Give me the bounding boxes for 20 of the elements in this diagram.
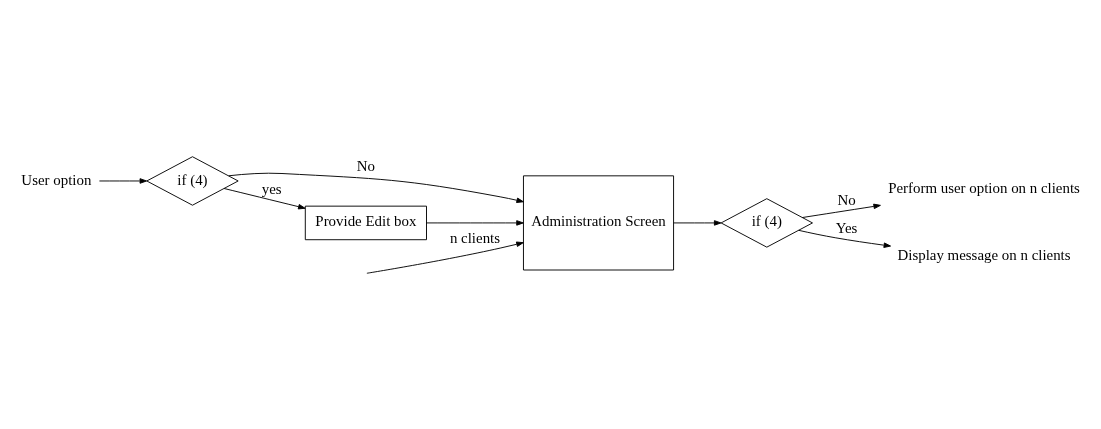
node-text: User option (21, 171, 92, 188)
node-text: Perform user option on n clients (888, 179, 1080, 196)
node-box: Administration Screen (523, 174, 675, 270)
arrow (801, 203, 881, 218)
arrow (798, 229, 892, 248)
node-diamond: if (4) (146, 155, 239, 206)
arrow (223, 187, 306, 209)
edge-label: Yes (835, 219, 858, 236)
arrow (228, 172, 524, 203)
edge-label: No (356, 157, 376, 174)
node-box: Provide Edit box (304, 205, 427, 240)
node-text: Display message on n clients (897, 246, 1071, 263)
arrow (673, 219, 722, 226)
edge-label: n clients (449, 229, 501, 246)
edge-label: yes (261, 180, 282, 197)
arrow (98, 177, 148, 184)
edge-label: No (837, 191, 856, 208)
node-diamond: if (4) (720, 197, 813, 248)
arrow (366, 241, 524, 274)
arrow (426, 219, 524, 226)
